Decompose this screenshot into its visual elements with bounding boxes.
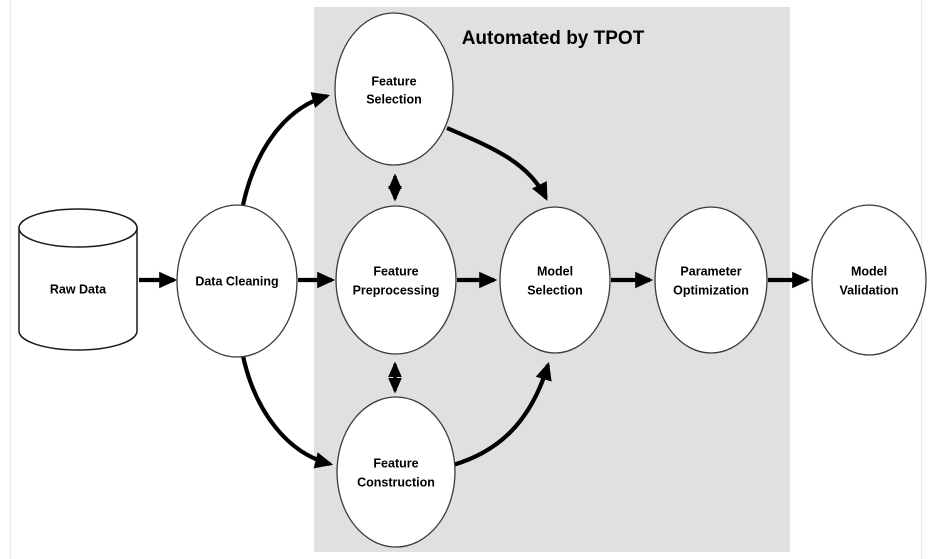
node-model-validation-label-line2: Validation <box>839 283 898 297</box>
panel-title: Automated by TPOT <box>462 28 645 49</box>
node-model-selection[interactable]: Model Selection <box>499 206 611 354</box>
node-data-cleaning[interactable]: Data Cleaning <box>176 204 298 358</box>
node-raw-data[interactable]: Raw Data <box>18 208 138 351</box>
node-feature-preprocessing-label-line2: Preprocessing <box>353 283 440 297</box>
node-parameter-optimization-label-line2: Optimization <box>673 283 749 297</box>
edge-data-cleaning-to-feature-selection <box>240 92 331 206</box>
node-feature-construction-label-line1: Feature <box>373 456 418 470</box>
node-feature-preprocessing[interactable]: Feature Preprocessing <box>335 205 457 355</box>
node-feature-construction-label-line2: Construction <box>357 475 435 489</box>
node-parameter-optimization-label-line1: Parameter <box>680 264 741 278</box>
node-feature-selection[interactable]: Feature Selection <box>334 12 454 166</box>
node-raw-data-label: Raw Data <box>50 282 107 296</box>
node-feature-preprocessing-label-line1: Feature <box>373 264 418 278</box>
node-model-validation[interactable]: Model Validation <box>811 204 927 356</box>
node-model-selection-label-line2: Selection <box>527 283 583 297</box>
node-model-validation-label-line1: Model <box>851 264 887 278</box>
edge-data-cleaning-to-feature-construction <box>240 355 334 469</box>
edge-feature-construction-to-model-selection <box>452 361 552 468</box>
node-parameter-optimization[interactable]: Parameter Optimization <box>654 206 768 354</box>
node-data-cleaning-label: Data Cleaning <box>195 274 278 288</box>
node-feature-selection-label-line1: Feature <box>371 74 416 88</box>
node-feature-construction[interactable]: Feature Construction <box>336 396 456 548</box>
node-feature-selection-label-line2: Selection <box>366 92 422 106</box>
page-edge-left <box>10 0 11 559</box>
edge-feature-selection-to-model-selection <box>446 126 548 201</box>
node-model-selection-label-line1: Model <box>537 264 573 278</box>
